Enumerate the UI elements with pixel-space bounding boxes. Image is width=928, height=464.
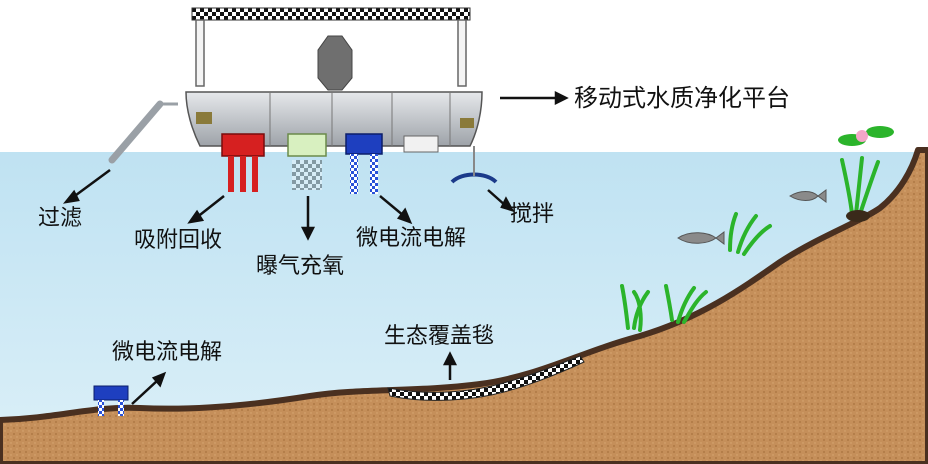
hull-window xyxy=(196,112,212,124)
callout-arrows xyxy=(62,90,569,405)
aeration-module xyxy=(287,133,327,157)
eco-blanket-mat xyxy=(387,355,585,401)
platform-roof xyxy=(191,7,471,21)
sediment-bank xyxy=(0,147,928,464)
label-electrolysis-bottom: 微电流电解 xyxy=(112,340,223,365)
lotus-flower xyxy=(856,130,868,142)
fish xyxy=(677,189,827,245)
label-eco-blanket: 生态覆盖毯 xyxy=(384,324,495,349)
platform-motor xyxy=(317,35,353,91)
filter-arm xyxy=(108,100,164,164)
hull-panel xyxy=(403,135,439,153)
platform-frame-post xyxy=(457,19,467,87)
platform-frame-post xyxy=(195,19,205,87)
hull-window xyxy=(460,118,474,128)
electrolysis-module-bottom xyxy=(93,385,129,401)
label-adsorption: 吸附回收 xyxy=(134,228,223,253)
platform-hull xyxy=(185,91,483,147)
electrolysis-module-top xyxy=(345,133,383,155)
adsorption-module xyxy=(221,133,265,157)
lotus-leaf xyxy=(866,126,894,138)
label-electrolysis-top: 微电流电解 xyxy=(356,226,467,251)
label-stirring: 搅拌 xyxy=(510,202,555,227)
plant-root xyxy=(846,210,870,222)
label-filter: 过滤 xyxy=(38,206,83,231)
label-platform: 移动式水质净化平台 xyxy=(574,84,790,112)
label-aeration: 曝气充氧 xyxy=(256,254,345,279)
aquatic-plants xyxy=(620,156,880,332)
